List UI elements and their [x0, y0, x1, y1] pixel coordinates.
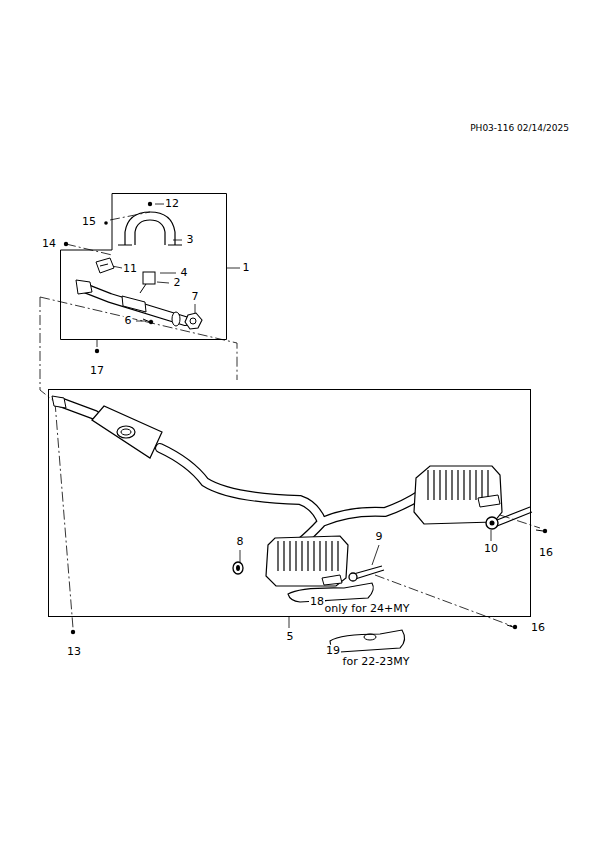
- callout-number: 16: [530, 622, 546, 635]
- leader-line: [112, 204, 491, 651]
- clamp: [143, 272, 155, 284]
- hanger-bracket: [118, 212, 182, 245]
- tail-trim: [330, 630, 405, 652]
- callout-number: 15: [81, 216, 97, 229]
- grommet: [233, 562, 243, 574]
- callout-number: 7: [191, 291, 200, 304]
- note-text: for 22-23MY: [342, 656, 411, 669]
- bracket: [96, 258, 114, 273]
- callout-number: 8: [236, 536, 245, 549]
- isolator: [486, 517, 498, 529]
- callout-number: 11: [122, 263, 138, 276]
- clamp-stud: [140, 284, 146, 293]
- callout-number: 13: [66, 646, 82, 659]
- hanger-rod: [350, 566, 384, 580]
- callout-number: 18: [309, 596, 325, 609]
- callout-number: 3: [186, 234, 195, 247]
- callout-number: 6: [124, 315, 133, 328]
- note-text: only for 24+MY: [324, 603, 411, 616]
- callout-number: 19: [325, 645, 341, 658]
- callout-number: 16: [538, 547, 554, 560]
- callout-number: 9: [375, 531, 384, 544]
- callout-number: 1: [242, 262, 251, 275]
- tail-trim: [288, 583, 373, 602]
- callout-number: 2: [173, 277, 182, 290]
- callout-number: 17: [89, 365, 105, 378]
- callout-number: 12: [164, 198, 180, 211]
- assembly-box: 5: [48, 389, 531, 617]
- assembly-line: [40, 212, 540, 628]
- callout-number: 14: [41, 238, 57, 251]
- document-code: PH03-116 02/14/2025: [469, 123, 570, 133]
- callout-number: 10: [483, 543, 499, 556]
- rear-exhaust: [52, 396, 502, 586]
- fastener: [64, 202, 547, 634]
- gasket: [185, 313, 202, 329]
- callout-number: 5: [286, 631, 295, 644]
